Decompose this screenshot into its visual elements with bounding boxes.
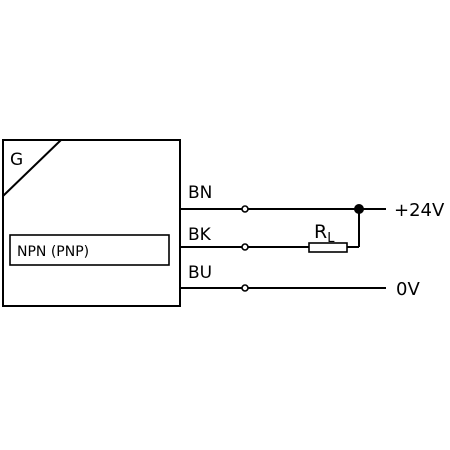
terminal-bu: [241, 284, 249, 292]
load-resistor-label: RL: [314, 221, 335, 246]
sensor-corner-label: G: [10, 150, 23, 170]
wire-bk-label: BK: [188, 225, 212, 245]
output-stage-box: [9, 234, 170, 266]
wire-bu: BU: [180, 263, 386, 292]
output-stage: NPN (PNP): [9, 234, 170, 266]
sensor-housing: G: [2, 139, 181, 307]
wire-bn-label: BN: [188, 183, 212, 203]
load-resistor-subscript: L: [327, 231, 335, 246]
wire-bu-label: BU: [188, 263, 212, 283]
sensor-corner-diagonal: [2, 139, 62, 197]
output-stage-label: NPN (PNP): [17, 244, 89, 260]
wire-bn: BN: [180, 183, 386, 214]
terminal-bk: [241, 243, 249, 251]
supply-positive-label: +24V: [394, 200, 445, 221]
terminal-bn: [241, 205, 249, 213]
supply-ground-label: 0V: [396, 279, 420, 300]
wire-bk: BK RL: [180, 209, 360, 253]
sensor-body: [2, 139, 181, 307]
